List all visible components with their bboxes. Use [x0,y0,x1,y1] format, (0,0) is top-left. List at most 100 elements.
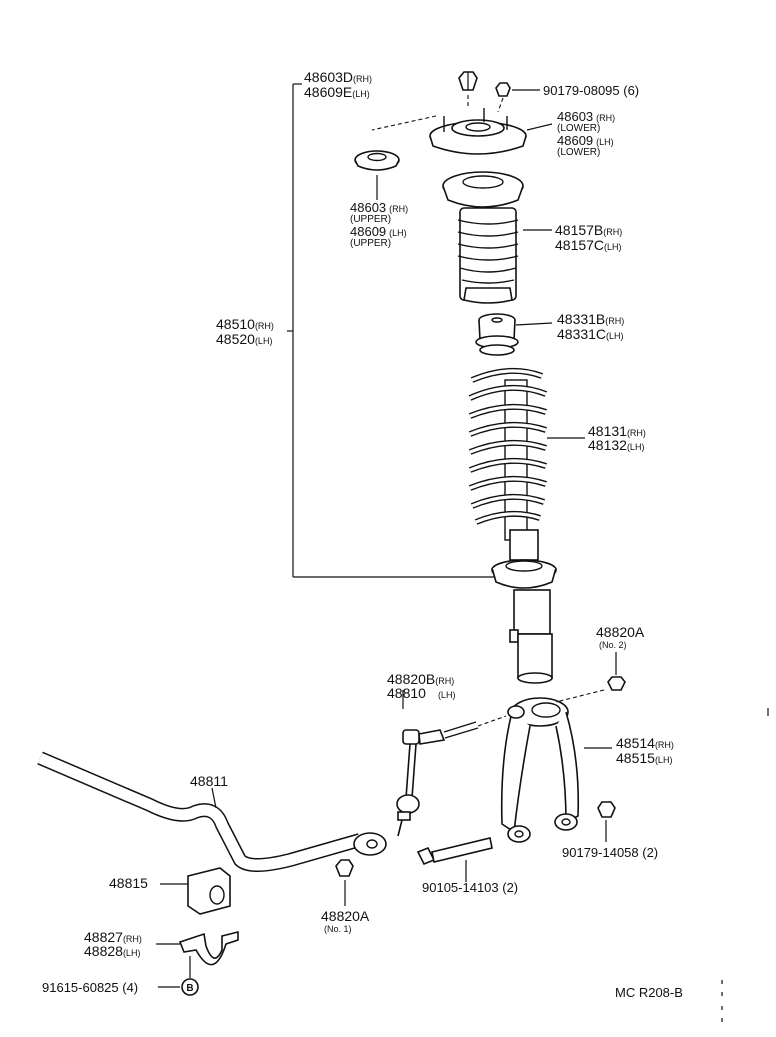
label-bracket: 48827(RH) 48828(LH) [84,929,142,959]
svg-text:48820B(RH): 48820B(RH) [387,671,454,687]
svg-text:48603(RH): 48603(RH) [557,109,615,124]
part-number: 48827 [84,929,123,945]
svg-text:48827(RH): 48827(RH) [84,929,142,945]
label-link: 48820B(RH) 48810 (LH) [387,671,455,701]
stabilizer-bar-part [37,751,387,872]
hex-nut-icon [335,859,354,906]
label-support-lower: 48603(RH) (LOWER) 48609(LH) (LOWER) [557,109,615,158]
bushing-part [160,867,231,915]
link-part [396,690,507,837]
part-number: 48131 [588,423,627,439]
side-suffix: (LH) [123,948,141,958]
side-suffix: (RH) [627,428,646,438]
part-number: 48515 [616,750,655,766]
position-note: (UPPER) [350,214,391,225]
part-number: 48510 [216,316,255,332]
position-note: (LOWER) [557,147,600,158]
side-suffix: (LH) [627,442,645,452]
svg-text:48157B(RH): 48157B(RH) [555,222,622,238]
label-stabilizer-bar: 48811 [190,773,228,789]
svg-text:48132(LH): 48132(LH) [588,437,644,453]
part-number: 48331C [557,326,606,342]
side-suffix: (RH) [435,676,454,686]
svg-text:48609E(LH): 48609E(LH) [304,84,370,100]
label-cushion-no1: 48820A (No. 1) [321,908,370,934]
part-number: 48603 [350,200,386,215]
position-note: (No. 1) [324,924,352,934]
part-number: 48514 [616,735,655,751]
hex-nut-icon [495,82,540,113]
side-suffix: (LH) [255,336,273,346]
label-support-upper: 48603(RH) (UPPER) 48609(LH) (UPPER) [350,200,408,249]
part-number: 48828 [84,943,123,959]
bumper-part [475,313,553,356]
hex-nut-icon [597,801,616,842]
side-suffix: (LH) [352,89,370,99]
part-number: 48820A [596,624,645,640]
position-note: (No. 2) [599,640,627,650]
side-suffix: (RH) [655,740,674,750]
label-bellows: 48157B(RH) 48157C(LH) [555,222,622,253]
label-bumper: 48331B(RH) 48331C(LH) [557,311,624,342]
side-suffix: (RH) [255,321,274,331]
svg-text:48514(RH): 48514(RH) [616,735,674,751]
side-suffix: (RH) [123,934,142,944]
side-suffix: (RH) [353,74,372,84]
bellows-icon [442,171,552,304]
svg-text:48609(LH): 48609(LH) [350,224,407,239]
svg-text:48510(RH): 48510(RH) [216,316,274,332]
svg-text:48157C(LH): 48157C(LH) [555,237,622,253]
label-bushing: 48815 [109,875,148,891]
position-note: (UPPER) [350,238,391,249]
part-number: 48609 [350,224,386,239]
part-number: 48157B [555,222,603,238]
hex-nut-icon [458,71,478,108]
part-number: 48603 [557,109,593,124]
svg-text:48603(RH): 48603(RH) [350,200,408,215]
support-lower-part [371,108,553,155]
bolt-marker: B [158,978,199,996]
side-suffix: (RH) [389,204,408,214]
svg-text:48520(LH): 48520(LH) [216,331,272,347]
label-fork: 48514(RH) 48515(LH) [616,735,674,766]
coil-spring-icon [468,367,585,541]
position-note: (LOWER) [557,123,600,134]
strut-icon [491,529,557,684]
bolt-marker-letter: B [186,983,193,994]
support-upper-part [354,150,400,200]
side-suffix: (LH) [438,690,456,700]
svg-text:48331B(RH): 48331B(RH) [557,311,624,327]
part-number: 48157C [555,237,604,253]
side-suffix: (LH) [655,755,673,765]
label-bolt: 90105-14103 (2) [422,880,518,895]
part-number: 48609E [304,84,352,100]
bolt-icon [416,837,493,882]
part-number: 48820A [321,908,370,924]
svg-text:48810(LH): 48810 (LH) [387,685,455,701]
label-cushion-no2: 48820A (No. 2) [596,624,645,650]
svg-text:48609(LH): 48609(LH) [557,133,614,148]
svg-text:48331C(LH): 48331C(LH) [557,326,624,342]
part-number: 48520 [216,331,255,347]
side-suffix: (LH) [596,137,614,147]
part-number: 48810 [387,685,426,701]
label-nut-small: 90179-08095 (6) [543,83,639,98]
label-assembly: 48510(RH) 48520(LH) [216,316,274,347]
svg-text:48603D(RH): 48603D(RH) [304,69,372,85]
side-suffix: (LH) [389,228,407,238]
assembly-bracket [287,83,497,578]
figure-code: MC R208-B [615,985,683,1000]
bracket-part [156,930,239,978]
label-nut-fork: 90179-14058 (2) [562,845,658,860]
side-suffix: (LH) [606,331,624,341]
part-number: 48331B [557,311,605,327]
side-suffix: (RH) [605,316,624,326]
part-number: 48132 [588,437,627,453]
side-suffix: (RH) [603,227,622,237]
fork-part [500,689,612,843]
side-suffix: (LH) [604,242,622,252]
svg-text:48515(LH): 48515(LH) [616,750,672,766]
label-nut-upper: 48603D(RH) 48609E(LH) [304,69,372,100]
